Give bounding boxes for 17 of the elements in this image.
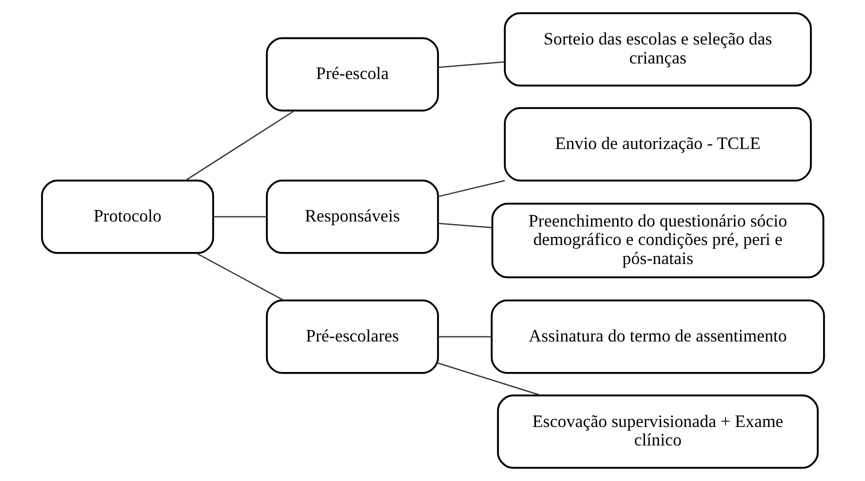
connector (212, 216, 266, 218)
node-box: Sorteio das escolas e seleção das crianças (503, 12, 812, 87)
connector (437, 362, 541, 396)
connector (184, 110, 294, 181)
node-box: Pré-escola (265, 37, 438, 112)
connector (438, 336, 492, 338)
connector (438, 61, 504, 68)
node-box: Escovação supervisionada + Exame clínico (496, 394, 818, 469)
node-box: Protocolo (40, 180, 214, 254)
node-box: Pré-escolares (265, 300, 438, 374)
connector (195, 252, 284, 301)
node-box: Assinatura do termo de assentimento (490, 300, 824, 374)
node-box: Responsáveis (265, 180, 438, 254)
node-box: Envio de autorização - TCLE (503, 107, 812, 182)
node-box: Preenchimento do questionário sócio demográfico e condições pré, peri e pós-natais (490, 202, 824, 278)
connector (437, 180, 504, 198)
connector (438, 222, 492, 228)
